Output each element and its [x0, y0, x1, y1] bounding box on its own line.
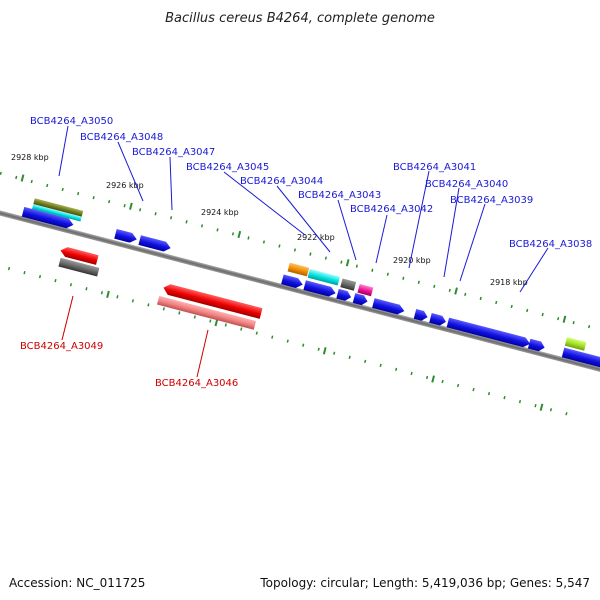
- gene-label[interactable]: BCB4264_A3038: [509, 239, 592, 250]
- reverse-gene-labels: BCB4264_A3049 BCB4264_A3046: [20, 295, 238, 389]
- scale-label: 2920 kbp: [393, 256, 431, 265]
- scale-label: 2918 kbp: [490, 278, 528, 287]
- scale-label: 2928 kbp: [11, 153, 49, 162]
- feature-bar-orange[interactable]: [287, 262, 310, 277]
- gene-arrow[interactable]: [21, 206, 75, 230]
- feature-bar-gray[interactable]: [58, 257, 100, 277]
- gene-arrow[interactable]: [446, 317, 532, 349]
- scale-label: 2922 kbp: [297, 233, 335, 242]
- scale-label: 2926 kbp: [106, 181, 144, 190]
- gene-arrow[interactable]: [561, 347, 600, 369]
- gene-arrow[interactable]: [429, 313, 447, 327]
- genome-summary-text: Topology: circular; Length: 5,419,036 bp…: [259, 576, 590, 590]
- gene-label[interactable]: BCB4264_A3041: [393, 162, 476, 173]
- gene-arrow[interactable]: [59, 246, 99, 265]
- forward-genes: [21, 206, 600, 369]
- feature-bar-magenta[interactable]: [357, 283, 374, 297]
- feature-bar-lime[interactable]: [564, 336, 587, 351]
- feature-bar-pink[interactable]: [156, 295, 257, 330]
- feature-bar-gray[interactable]: [340, 278, 357, 291]
- tick-row-upper: [0, 171, 591, 329]
- gene-arrow[interactable]: [303, 280, 336, 298]
- reverse-genes: [58, 246, 263, 330]
- gene-arrow[interactable]: [138, 235, 171, 253]
- tick-row-lower: [7, 266, 568, 416]
- gene-label[interactable]: BCB4264_A3043: [298, 190, 381, 201]
- forward-gene-labels: BCB4264_A3050 BCB4264_A3048 BCB4264_A304…: [30, 116, 592, 293]
- gene-arrow[interactable]: [336, 288, 352, 302]
- feature-bar-cyan-2[interactable]: [307, 268, 340, 286]
- genome-title: Bacillus cereus B4264, complete genome: [165, 11, 435, 26]
- scale-labels: 2928 kbp 2926 kbp 2924 kbp 2922 kbp 2920…: [11, 153, 528, 287]
- feature-bar-cyan[interactable]: [32, 204, 82, 222]
- gene-arrow[interactable]: [413, 309, 429, 322]
- map-frame: [0, 171, 600, 416]
- gene-label[interactable]: BCB4264_A3047: [132, 147, 215, 158]
- gene-arrow[interactable]: [281, 274, 304, 289]
- gene-arrow[interactable]: [352, 293, 369, 306]
- gene-label[interactable]: BCB4264_A3044: [240, 176, 323, 187]
- gene-arrow[interactable]: [114, 228, 138, 244]
- accession-text: Accession: NC_011725: [9, 576, 145, 590]
- gene-label[interactable]: BCB4264_A3039: [450, 195, 533, 206]
- gene-label[interactable]: BCB4264_A3049: [20, 341, 103, 352]
- forward-features: [32, 198, 587, 351]
- scale-label: 2924 kbp: [201, 208, 239, 217]
- gene-label[interactable]: BCB4264_A3040: [425, 179, 508, 190]
- feature-bar-olive[interactable]: [33, 198, 84, 217]
- gene-arrow[interactable]: [162, 283, 263, 319]
- gene-label[interactable]: BCB4264_A3048: [80, 132, 163, 143]
- gene-label[interactable]: BCB4264_A3046: [155, 378, 238, 389]
- genome-backbone: [0, 205, 600, 377]
- gene-arrow[interactable]: [372, 298, 405, 316]
- gene-label[interactable]: BCB4264_A3045: [186, 162, 269, 173]
- gene-label[interactable]: BCB4264_A3050: [30, 116, 113, 127]
- gene-label[interactable]: BCB4264_A3042: [350, 204, 433, 215]
- gene-arrow[interactable]: [527, 338, 546, 353]
